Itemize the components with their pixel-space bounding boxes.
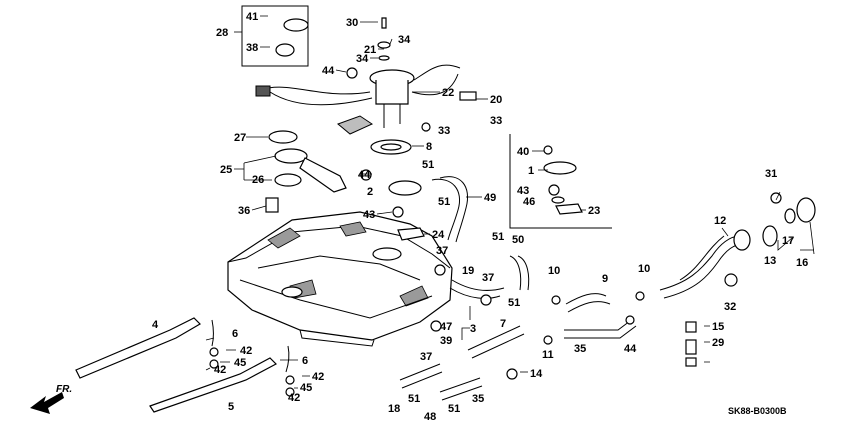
callout-34: 34 (398, 34, 411, 46)
callout-38: 38 (246, 42, 258, 54)
callout-30: 30 (346, 17, 358, 29)
callout-35: 11 (542, 349, 554, 361)
callout-9: 9 (602, 273, 608, 285)
kit-box-28 (241, 5, 309, 67)
leader-lines (205, 15, 815, 389)
callout-4: 4 (152, 319, 159, 331)
callout-27: 27 (234, 132, 246, 144)
callout-31: 31 (765, 168, 777, 180)
callout-43: 43 (517, 185, 529, 197)
callout-37: 37 (420, 351, 432, 363)
callout-44: 14 (530, 368, 543, 380)
callout-8: 8 (426, 141, 432, 153)
seal-part (275, 43, 295, 57)
filler-neck-assembly (659, 192, 816, 367)
sender-unit (268, 130, 412, 193)
callout-12: 12 (714, 215, 726, 227)
callout-51: 48 (424, 411, 436, 423)
callout-44: 44 (358, 169, 371, 181)
callout-49: 49 (484, 192, 496, 204)
callout-51: 51 (438, 196, 450, 208)
callout-20: 20 (490, 94, 502, 106)
callout-6: 6 (232, 328, 238, 340)
callout-18: 51 (408, 393, 420, 405)
callout-37: 37 (436, 245, 448, 257)
callout-22: 22 (442, 87, 454, 99)
fuel-pump-assembly (255, 64, 461, 135)
callout-25: 25 (220, 164, 232, 176)
callout-42: 42 (240, 345, 252, 357)
callout-37: 37 (482, 272, 494, 284)
callout-16: 16 (796, 257, 808, 269)
cap-part (283, 18, 309, 32)
callout-28: 28 (216, 27, 228, 39)
callout-39: 39 (440, 335, 452, 347)
lower-hoses (399, 255, 645, 401)
callout-10: 10 (638, 263, 650, 275)
callout-2: 2 (367, 186, 373, 198)
callout-24: 24 (432, 229, 445, 241)
callout-32: 32 (724, 301, 736, 313)
callout-5: 5 (228, 401, 234, 413)
callout-11: 35 (574, 343, 586, 355)
callout-labels: 41 38 28 30 21 34 34 44 22 20 33 33 27 8… (152, 11, 808, 423)
callout-33: 33 (438, 125, 450, 137)
callout-3: 3 (470, 323, 476, 335)
callout-35: 44 (624, 343, 637, 355)
callout-46: 46 (523, 196, 535, 208)
callout-51: 51 (422, 159, 434, 171)
front-direction-indicator: FR. (30, 384, 72, 414)
callout-33: 33 (490, 115, 502, 127)
callout-6: 6 (302, 355, 308, 367)
callout-51: 35 (472, 393, 484, 405)
callout-10: 10 (548, 265, 560, 277)
callout-44: 44 (322, 65, 335, 77)
callout-45: 45 (234, 357, 246, 369)
callout-43: 43 (363, 209, 375, 221)
callout-45: 45 (300, 382, 312, 394)
tank-straps (75, 317, 295, 413)
callout-51: 51 (492, 231, 504, 243)
callout-40: 40 (517, 146, 529, 158)
callout-50: 50 (512, 234, 524, 246)
callout-42: 42 (214, 364, 226, 376)
callout-36: 36 (238, 205, 250, 217)
callout-1: 1 (528, 165, 534, 177)
callout-47: 47 (440, 321, 452, 333)
front-label: FR. (56, 384, 72, 395)
callout-14: 15 (712, 321, 724, 333)
callout-7: 7 (500, 318, 506, 330)
callout-23: 23 (588, 205, 600, 217)
callout-41: 41 (246, 11, 258, 23)
callout-34: 34 (356, 53, 369, 65)
filter-and-hoses (265, 17, 477, 243)
callout-37: 18 (388, 403, 400, 415)
inset-parts (509, 134, 612, 229)
callout-42: 42 (312, 371, 324, 383)
callout-51: 51 (508, 297, 520, 309)
callout-15: 29 (712, 337, 724, 349)
callout-13: 13 (764, 255, 776, 267)
callout-42: 42 (288, 392, 300, 404)
diagram-code: SK88-B0300B (728, 406, 787, 416)
callout-19: 19 (462, 265, 474, 277)
callout-48: 51 (448, 403, 460, 415)
fuel-tank (227, 211, 453, 347)
callout-21: 21 (364, 44, 376, 56)
